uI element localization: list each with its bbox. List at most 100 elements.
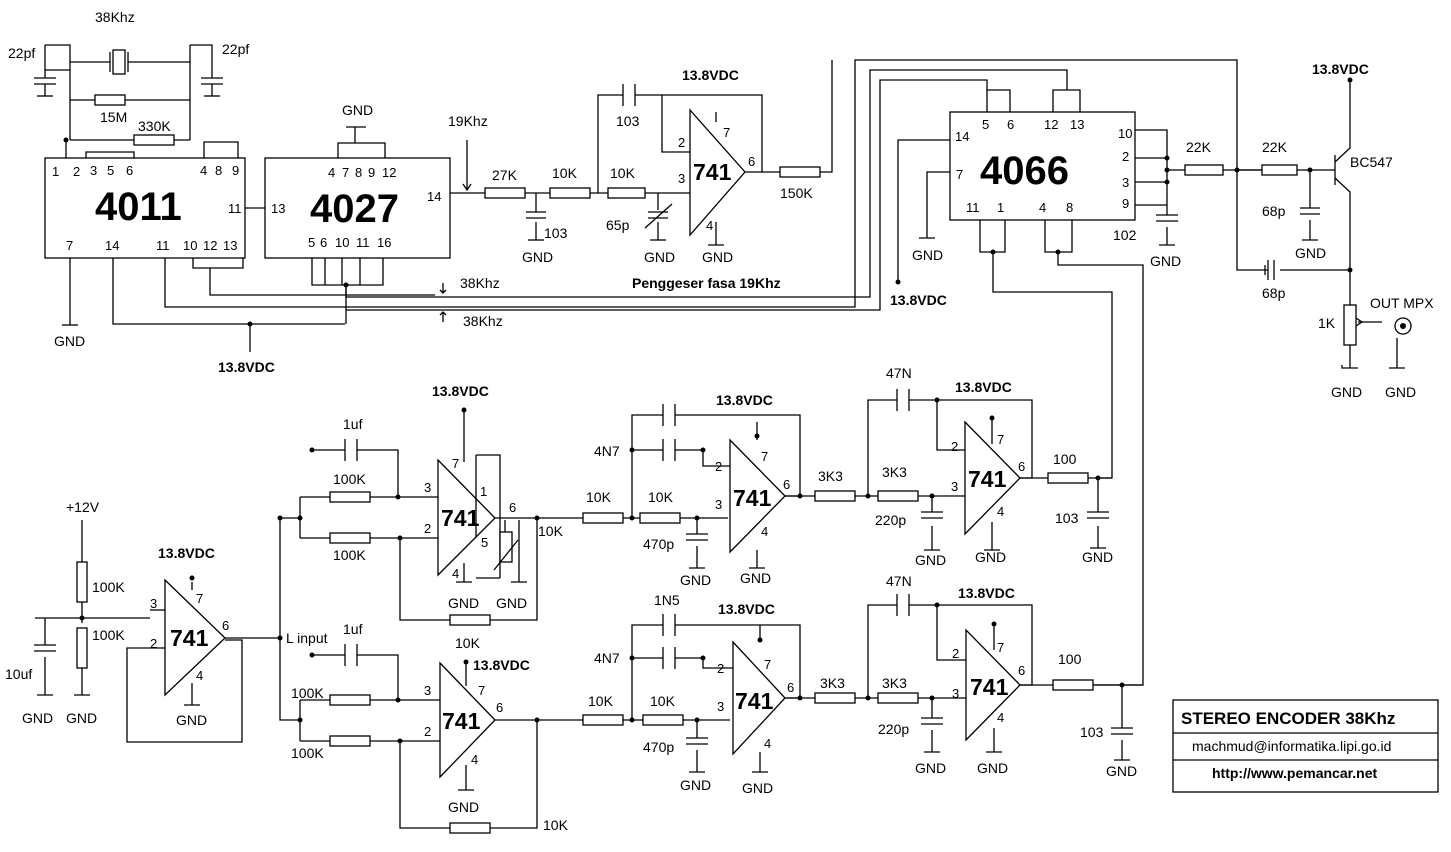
junction xyxy=(934,602,940,608)
pin-4027-14: 14 xyxy=(427,189,441,204)
opamp-upper-filter2 xyxy=(964,418,1021,551)
pin-op-lf2-3: 3 xyxy=(952,686,959,701)
pin-4011-5: 5 xyxy=(107,163,114,178)
pin-4027-6: 6 xyxy=(320,235,327,250)
pin-op-top-7: 7 xyxy=(723,125,730,140)
junction xyxy=(343,282,349,288)
label-102: 102 xyxy=(1113,227,1137,243)
label-10k-l2: 10K xyxy=(650,693,676,709)
capacitor-47n-upper xyxy=(896,389,910,411)
label-gnd-bias-a: GND xyxy=(22,710,53,726)
label-13vdc-lf2: 13.8VDC xyxy=(958,585,1015,601)
pin-op-buf-6: 6 xyxy=(222,618,229,633)
bias-network xyxy=(35,517,300,743)
label-gnd-470p-lower: GND xyxy=(680,777,711,793)
capacitor-103-upper xyxy=(1087,511,1109,519)
capacitor-1uf-upper xyxy=(344,439,358,461)
label-47n-lower: 47N xyxy=(886,573,912,589)
opamp-lower-input xyxy=(439,661,496,791)
label-gnd-lf2: GND xyxy=(977,760,1008,776)
opamp-label-top: 741 xyxy=(693,159,732,185)
label-68p-b: 68p xyxy=(1262,285,1286,301)
label-gnd-103-lower: GND xyxy=(1106,763,1137,779)
label-10k-u2: 10K xyxy=(648,489,674,505)
label-1uf-lower: 1uf xyxy=(343,621,363,637)
opamp-lower-filter1 xyxy=(732,640,786,756)
pin-4027-9: 9 xyxy=(368,165,375,180)
pin-op-ui-1: 1 xyxy=(480,484,487,499)
label-10uf: 10uf xyxy=(5,666,32,682)
pin-4066-7: 7 xyxy=(956,167,963,182)
junction xyxy=(297,717,303,723)
pin-4011-7: 7 xyxy=(66,238,73,253)
pin-4011-14: 14 xyxy=(105,238,119,253)
capacitor-103-lower xyxy=(1111,727,1133,735)
junction xyxy=(277,635,283,641)
resistor-100-lower xyxy=(1052,679,1094,691)
label-13vdc-transistor: 13.8VDC xyxy=(1312,61,1369,77)
junction xyxy=(309,447,315,453)
label-38khz-b: 38Khz xyxy=(463,313,503,329)
junction xyxy=(1164,167,1170,173)
pin-4066-8: 8 xyxy=(1066,200,1073,215)
junction xyxy=(757,637,763,643)
opamp-label-buffer: 741 xyxy=(170,625,209,651)
label-12v: +12V xyxy=(66,499,100,515)
junction xyxy=(694,717,700,723)
junction xyxy=(895,279,901,285)
label-gnd-uf2: GND xyxy=(975,549,1006,565)
pin-op-top-2: 2 xyxy=(678,135,685,150)
label-10k-u1: 10K xyxy=(586,489,612,505)
resistor-27k xyxy=(484,187,526,199)
junction xyxy=(694,515,700,521)
label-1uf-upper: 1uf xyxy=(343,416,363,432)
label-13vdc-buffer: 13.8VDC xyxy=(158,545,215,561)
label-22pf-left: 22pf xyxy=(8,45,35,61)
pin-op-uf1-6: 6 xyxy=(783,477,790,492)
label-10k-l-fb: 10K xyxy=(543,817,569,833)
pin-4011-11b: 11 xyxy=(156,238,170,253)
pin-4066-5: 5 xyxy=(982,117,989,132)
arrow-38khz-a xyxy=(439,283,447,294)
label-gnd-4011: GND xyxy=(54,333,85,349)
label-gnd-jack: GND xyxy=(1385,384,1416,400)
label-220p-lower: 220p xyxy=(878,721,909,737)
junction xyxy=(534,717,540,723)
junction xyxy=(1095,475,1101,481)
pin-4011-13: 13 xyxy=(223,238,237,253)
label-10k-u-fb: 10K xyxy=(455,635,481,651)
ic-4027-label: 4027 xyxy=(310,187,399,231)
crystal-38khz xyxy=(109,49,129,75)
resistor-10k-u-fb xyxy=(449,614,491,626)
junction xyxy=(700,655,706,661)
capacitor-102 xyxy=(1156,214,1178,222)
output-jack-center xyxy=(1400,323,1406,329)
label-1k: 1K xyxy=(1318,315,1336,331)
label-470p-upper: 470p xyxy=(643,536,674,552)
pin-op-buf-3: 3 xyxy=(150,596,157,611)
resistor-100-upper xyxy=(1047,472,1089,484)
label-gnd-c: GND xyxy=(702,249,733,265)
pin-op-lf2-2: 2 xyxy=(952,646,959,661)
label-10k-u-out: 10K xyxy=(538,523,564,539)
label-38khz-a: 38Khz xyxy=(460,275,500,291)
pin-op-uf1-3: 3 xyxy=(715,497,722,512)
pin-4066-3: 3 xyxy=(1122,175,1129,190)
pin-4011-1: 1 xyxy=(52,164,59,179)
offset-trimmer-upper xyxy=(499,531,513,563)
pin-op-uf2-2: 2 xyxy=(951,439,958,454)
label-gnd-220p-lower: GND xyxy=(915,760,946,776)
pin-4027-11: 11 xyxy=(356,235,370,250)
junction xyxy=(865,695,871,701)
label-13vdc-uf1: 13.8VDC xyxy=(716,392,773,408)
pin-4027-13: 13 xyxy=(271,201,285,216)
label-150k: 150K xyxy=(780,185,813,201)
pin-4066-6: 6 xyxy=(1007,117,1014,132)
resistor-3k3-l1 xyxy=(814,692,856,704)
ic-4027-box xyxy=(264,157,451,259)
resistor-100k-l2 xyxy=(329,735,371,747)
label-330k: 330K xyxy=(138,118,171,134)
label-gnd-buffer: GND xyxy=(176,712,207,728)
label-13vdc-upper-input: 13.8VDC xyxy=(432,383,489,399)
capacitor-4n7-upper-b xyxy=(662,439,676,461)
